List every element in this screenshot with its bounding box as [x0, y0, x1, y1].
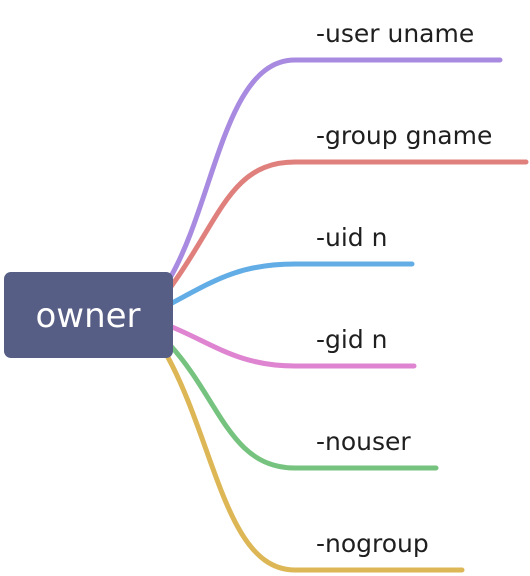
branch-label-uid-n: -uid n [316, 223, 387, 252]
branch-label-user-uname: -user uname [316, 19, 474, 48]
branch-label-gid-n: -gid n [316, 325, 388, 354]
branch-line-gid-n [169, 324, 417, 369]
root-node-label: owner [35, 296, 140, 336]
branch-line-nogroup [162, 349, 465, 573]
branch-label-group-gname: -group gname [316, 121, 492, 150]
branch-label-nouser: -nouser [316, 427, 411, 456]
branch-line-nouser [167, 342, 439, 471]
branch-label-nogroup: -nogroup [316, 529, 429, 558]
root-node [4, 272, 173, 358]
branch-line-group-gname [167, 159, 529, 291]
branch-line-uid-n [169, 261, 415, 306]
branch-line-user-uname [167, 57, 503, 281]
